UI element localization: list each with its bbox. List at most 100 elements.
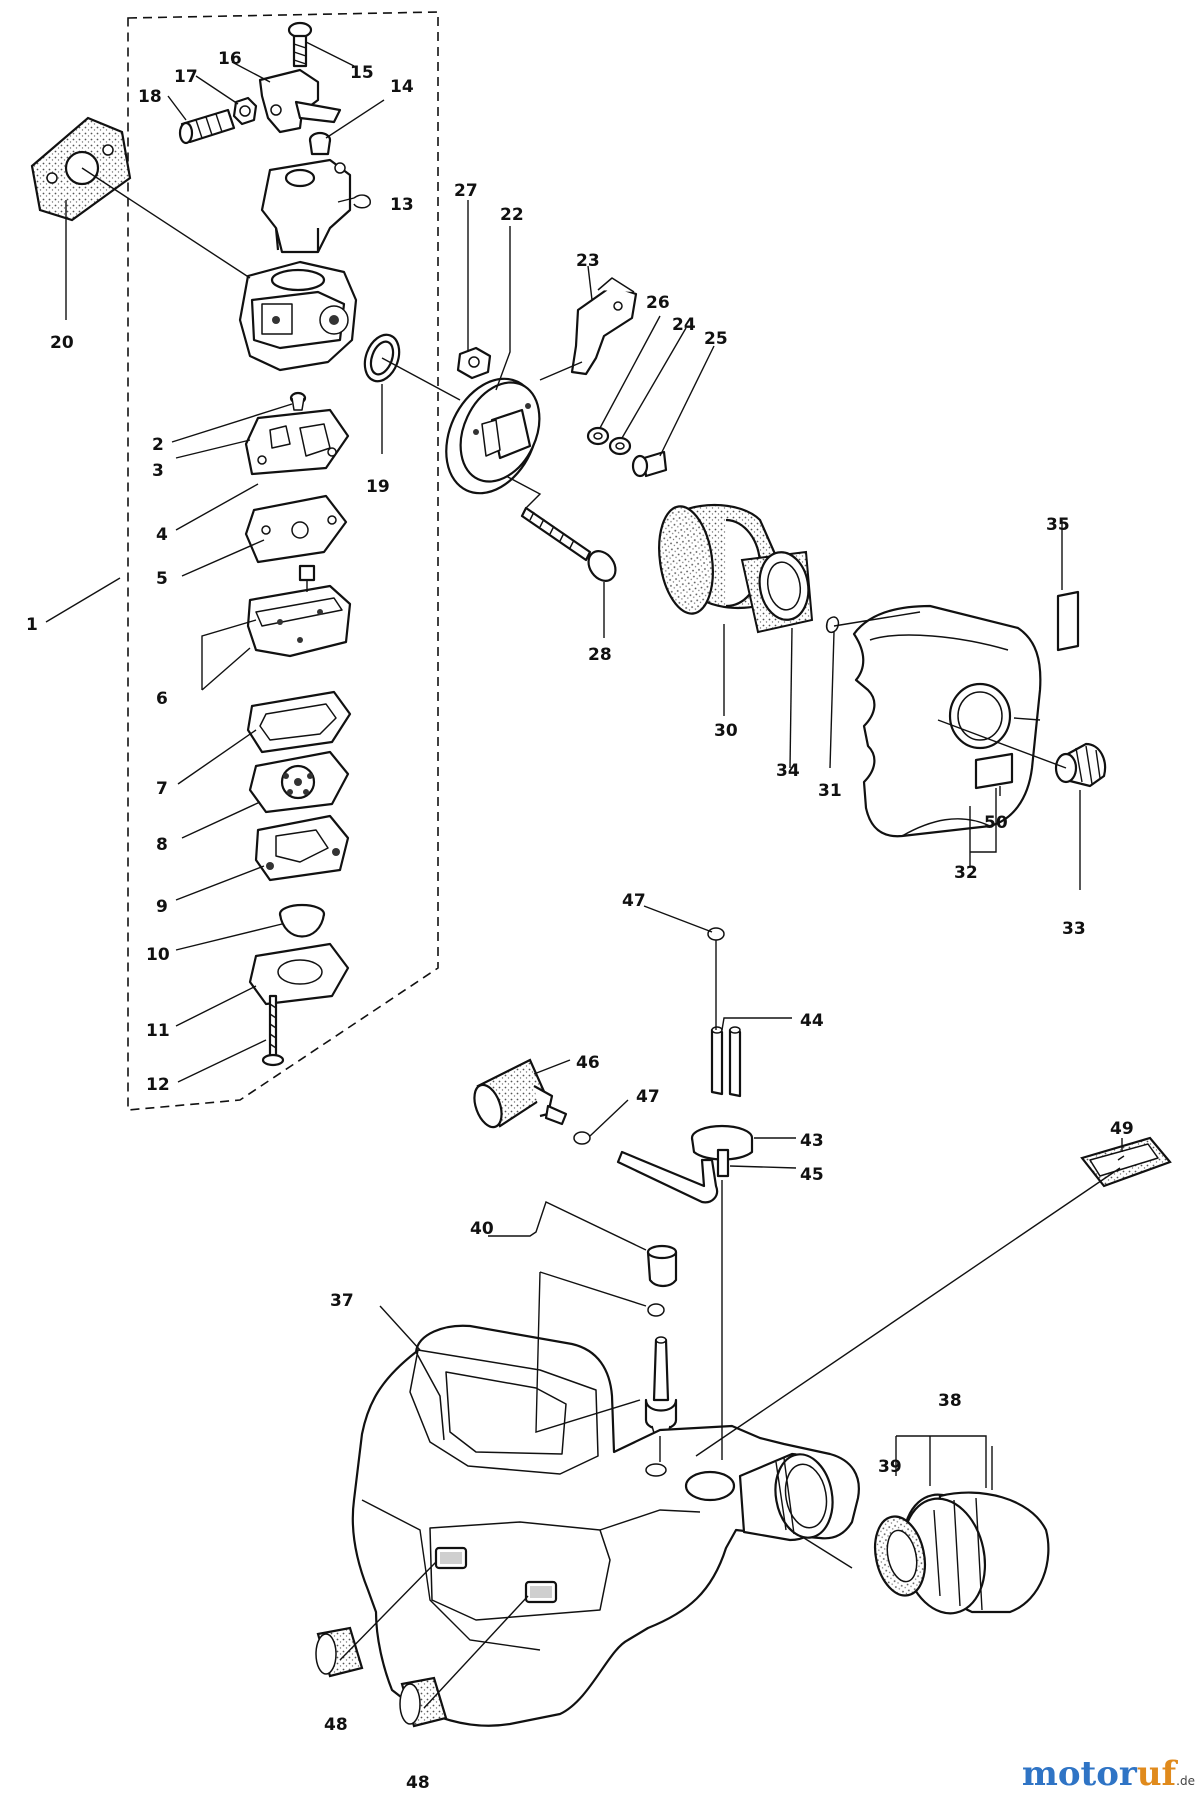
callout-43: 43 [800,1131,824,1151]
throttle-body [260,158,352,254]
part-9-cover [254,814,350,882]
carburetor-body [238,260,358,372]
part-40-vent-assembly [644,1244,678,1441]
callout-46: 46 [576,1053,600,1073]
carburetor-kit-boundary [127,11,439,1111]
part-12-long-screw [261,994,285,1067]
motoruf-watermark-logo: motoruf.de [1022,1754,1195,1794]
part-8-diaphragm [248,750,350,814]
part-7-gasket [246,690,352,754]
callout-7: 7 [156,779,168,799]
part-22-air-cleaner-base [445,377,541,495]
callout-5: 5 [156,569,168,589]
callout-33: 33 [1062,919,1086,939]
callout-18: 18 [138,87,162,107]
part-13-clip [353,194,371,209]
part-32-air-cleaner-cover [852,604,1042,838]
part-31-clip [825,616,840,634]
part-15-screw [287,21,313,68]
callout-34: 34 [776,761,800,781]
callout-10: 10 [146,945,170,965]
callout-15: 15 [350,63,374,83]
part-35-label [1056,590,1080,652]
part-46-fuel-filter [473,1058,568,1129]
part-47-clip-lower [573,1131,591,1145]
callout-26: 26 [646,293,670,313]
callout-50: 50 [984,813,1008,833]
part-25-screw [631,450,668,478]
callout-6: 6 [156,689,168,709]
part-39-cap-gasket [873,1515,927,1597]
callout-2: 2 [152,435,164,455]
callout-16: 16 [218,49,242,69]
callout-25: 25 [704,329,728,349]
callout-20: 20 [50,333,74,353]
part-6-pump-body [246,564,352,658]
part-14-cap [308,131,332,156]
callout-19: 19 [366,477,390,497]
part-17-nut [232,96,258,126]
callout-13: 13 [390,195,414,215]
callout-39: 39 [878,1457,902,1477]
part-33-knob [1054,742,1107,788]
part-50-label [974,752,1014,790]
watermark-part-2: uf [1136,1754,1177,1794]
callout-27: 27 [454,181,478,201]
part-27-nut [456,346,492,380]
callout-17: 17 [174,67,198,87]
part-24-washer [608,436,632,456]
part-3-gasket [244,408,350,476]
watermark-suffix: .de [1176,1774,1195,1788]
part-47-clip-upper [707,927,725,941]
callout-8: 8 [156,835,168,855]
callout-9: 9 [156,897,168,917]
callout-37: 37 [330,1291,354,1311]
part-23-choke-lever [570,277,638,376]
fuel-pickup-line [616,1150,719,1204]
callout-35: 35 [1046,515,1070,535]
callout-40: 40 [470,1219,494,1239]
watermark-part-1: motor [1021,1754,1137,1794]
part-28-long-bolt [520,506,617,582]
part-18-adjusting-screw [178,108,236,145]
callout-49: 49 [1110,1119,1134,1139]
callout-45: 45 [800,1165,824,1185]
callout-47-upper: 47 [622,891,646,911]
part-38-fuel-cap [901,1491,1050,1615]
callout-28: 28 [588,645,612,665]
callout-30: 30 [714,721,738,741]
callout-48-right: 48 [406,1773,430,1793]
part-48-mount-pad-left [315,1626,364,1678]
callout-47-lower: 47 [636,1087,660,1107]
part-34-filter-screen [740,550,814,634]
part-48-mount-pad-right [399,1676,448,1728]
callout-1: 1 [26,615,38,635]
part-16-bracket [258,68,342,134]
callout-12: 12 [146,1075,170,1095]
callout-14: 14 [390,77,414,97]
leader-lines [45,41,1125,1709]
callout-24: 24 [672,315,696,335]
callout-22: 22 [500,205,524,225]
part-26-washer [586,426,610,446]
callout-31: 31 [818,781,842,801]
callout-48-left: 48 [324,1715,348,1735]
callout-11: 11 [146,1021,170,1041]
callout-4: 4 [156,525,168,545]
callout-32: 32 [954,863,978,883]
part-37-fuel-tank [351,1324,860,1727]
callout-3: 3 [152,461,164,481]
part-10-primer-bulb [278,903,326,938]
callout-44: 44 [800,1011,824,1031]
callout-23: 23 [576,251,600,271]
part-20-insulator-gasket [30,116,132,222]
part-11-plate [248,942,350,1006]
callout-labels: 1 2 3 4 5 6 7 8 9 10 11 12 13 14 15 16 1… [26,49,1134,1793]
part-45-tube [716,1148,730,1178]
part-2-screw [289,391,307,411]
part-5-diaphragm [244,494,348,564]
callout-38: 38 [938,1391,962,1411]
part-44-fuel-lines [710,1026,742,1098]
